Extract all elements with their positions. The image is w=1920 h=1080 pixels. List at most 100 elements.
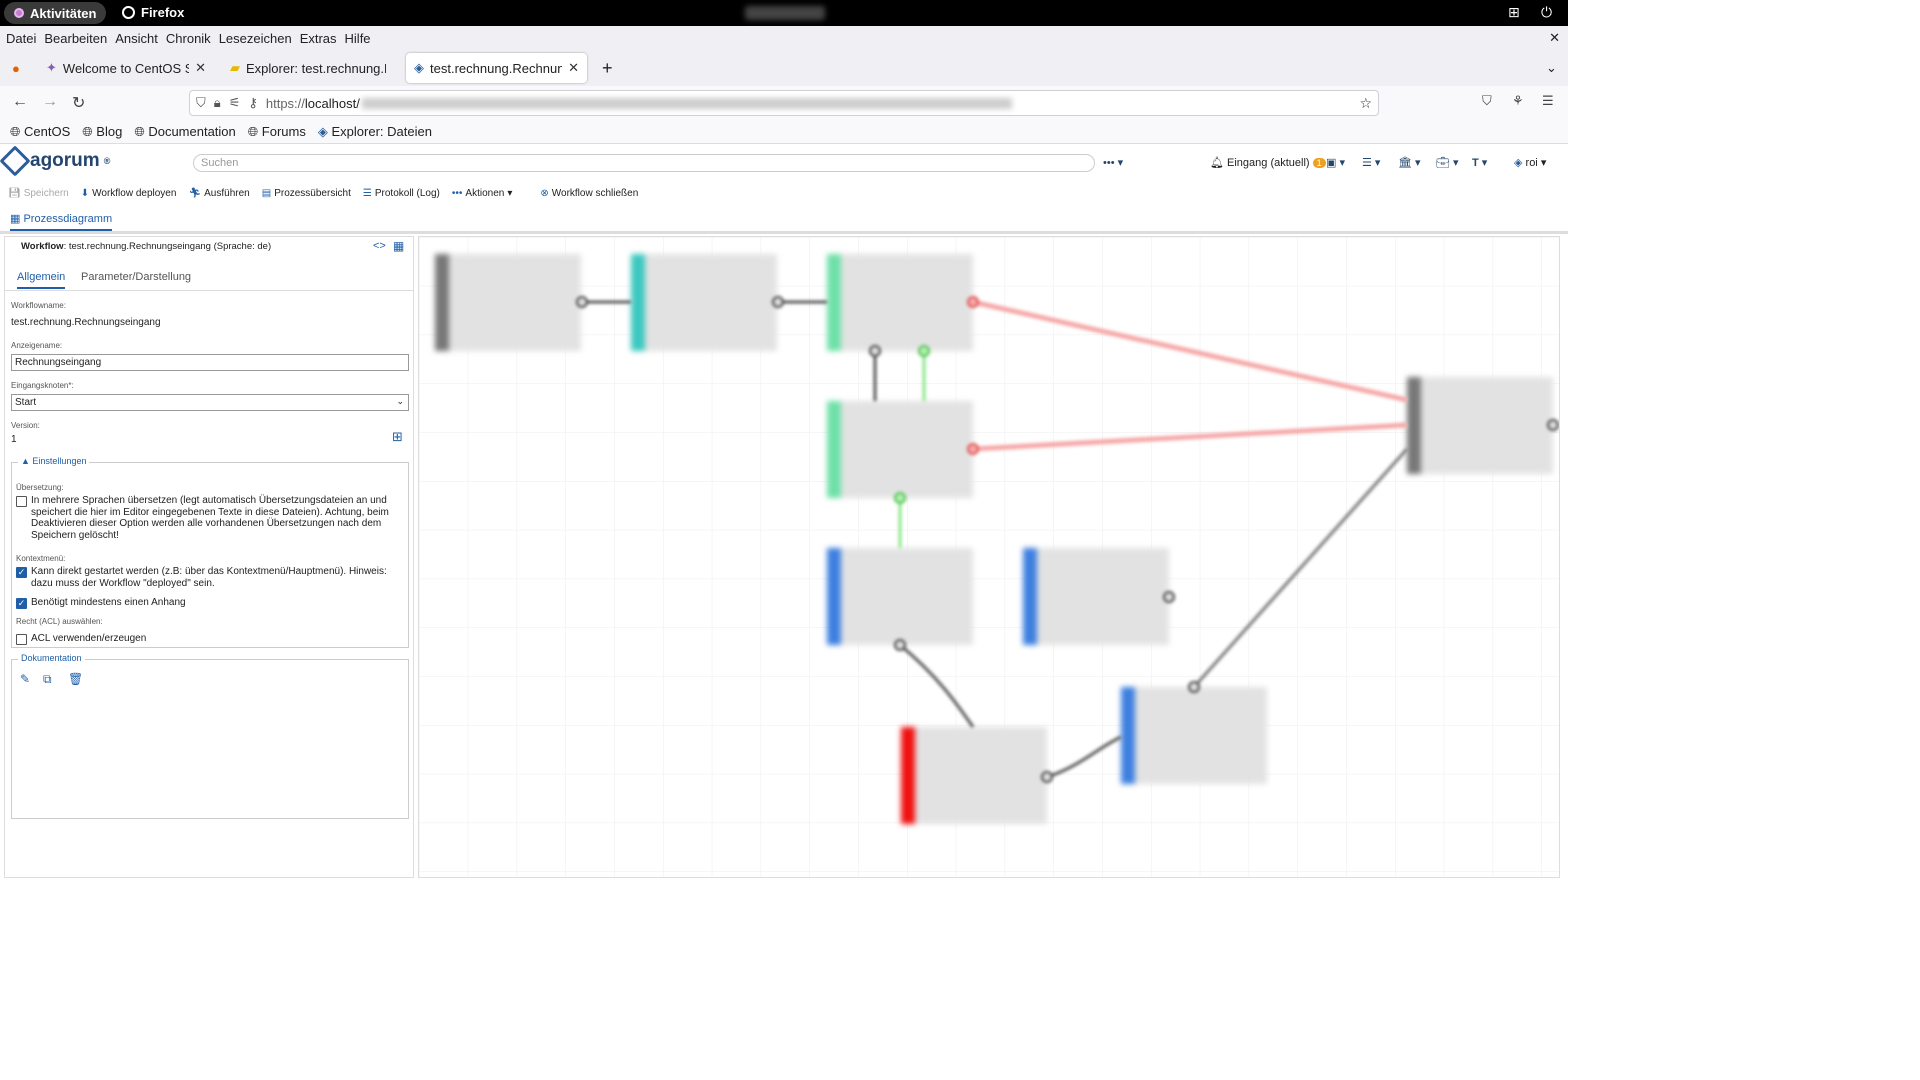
firefox-app-label[interactable]: Firefox [122,5,184,20]
search-options-button[interactable]: ••• ▾ [1103,157,1124,169]
text-format-icon[interactable]: T ▾ [1472,157,1488,169]
bookmark-forums[interactable]: 🌐︎ Forums [247,123,306,139]
agorum-logo[interactable]: agorum® [0,145,110,177]
extensions-icon[interactable]: ⚘ [1512,93,1524,108]
node-end[interactable] [1407,377,1553,474]
process-overview-button[interactable]: ▤Prozessübersicht [262,188,351,199]
pocket-icon[interactable]: ⛉ [1482,93,1492,108]
entry-node-label: Eingangsknoten*: [11,381,74,390]
activities-button[interactable]: Aktivitäten [4,2,107,24]
menu-ansicht[interactable]: Ansicht [115,30,158,46]
open-external-icon[interactable]: ⧉ [43,672,52,686]
view-switch-icon[interactable]: ▣ ▾ [1326,157,1345,169]
node-teal[interactable] [631,254,777,351]
documentation-legend: Dokumentation [18,653,85,663]
bookmark-label: Blog [96,123,123,139]
tab-workflow[interactable]: ◈test.rechnung.Rechnungs✕ [406,53,587,83]
actions-button[interactable]: •••Aktionen ▾ [451,187,513,199]
menu-bearbeiten[interactable]: Bearbeiten [44,30,108,46]
tab-label: test.rechnung.Rechnungs [430,60,563,76]
save-button[interactable]: 💾︎Speichern [8,188,69,199]
delete-icon[interactable]: 🗑︎ [68,672,84,686]
run-icon: 🏃︎ [188,187,202,199]
bookmark-documentation[interactable]: 🌐︎ Documentation [134,123,236,139]
entry-node-select[interactable]: Start⌄ [11,394,409,411]
overview-label: Prozessübersicht [274,187,351,199]
tab-parameter-darstellung[interactable]: Parameter/Darstellung [81,271,192,283]
list-menu-icon[interactable]: ☰ ▾ [1362,157,1381,169]
bookmark-explorer[interactable]: ◈ Explorer: Dateien [317,123,432,139]
node-green-1[interactable] [827,254,973,351]
close-workflow-button[interactable]: ⊗Workflow schließen [540,188,638,199]
permissions-icon[interactable]: ⚟ [228,95,241,110]
code-view-icon[interactable]: <> [373,240,386,252]
node-green-2[interactable] [827,401,973,498]
panel-header: Workflow: test.rechnung.Rechnungseingang… [21,241,271,252]
close-tab-icon[interactable]: ✕ [195,60,206,75]
tab-allgemein[interactable]: Allgemein [17,271,66,289]
attachment-checkbox[interactable]: ✓ [16,598,27,609]
key-icon[interactable]: ⚷ [248,95,258,110]
back-icon[interactable]: ← [12,93,28,110]
menu-lesezeichen[interactable]: Lesezeichen [218,30,292,46]
agorum-user-icon: ◈ [1514,157,1523,169]
network-icon[interactable]: ⊞ [1508,4,1520,20]
menu-extras[interactable]: Extras [299,30,337,46]
node-red[interactable] [901,727,1047,824]
briefcase-icon[interactable]: 💼︎ ▾ [1436,157,1459,169]
list-tabs-icon[interactable]: ⌄ [1546,60,1557,75]
forward-icon[interactable]: → [42,93,58,110]
user-menu[interactable]: ◈ roi ▾ [1514,157,1547,169]
translation-checkbox-row[interactable]: In mehrere Sprachen übersetzen (legt aut… [16,495,396,541]
displayname-input[interactable]: Rechnungseingang [11,354,409,371]
context-menu-checkbox[interactable]: ✓ [16,567,27,578]
bookmark-blog[interactable]: 🌐︎ Blog [82,123,123,139]
close-tab-icon[interactable]: ✕ [568,60,579,75]
hamburger-menu-icon[interactable]: ☰ [1542,93,1554,108]
url-input[interactable]: ⛉ 🔒︎ ⚟ ⚷ https://localhost/ ☆ [189,90,1379,116]
acl-checkbox-row[interactable]: ACL verwenden/erzeugen [16,633,396,645]
node-blue-2[interactable] [1023,548,1169,645]
bank-icon[interactable]: 🏛︎ ▾ [1398,157,1421,169]
tab-centos[interactable]: ✦Welcome to CentOS Strea✕ [38,53,214,83]
brand-name: agorum [30,150,100,171]
user-name: roi [1525,157,1538,169]
node-blue-3[interactable] [1121,687,1267,784]
bookmark-centos[interactable]: 🌐︎ CentOS [10,123,71,139]
lock-icon[interactable]: 🔒︎ [213,95,221,110]
deploy-button[interactable]: ⬇Workflow deployen [81,188,177,199]
shield-icon[interactable]: ⛉ [196,95,206,110]
new-tab-button[interactable]: + [602,57,613,78]
power-icon[interactable]: ⏻ [1541,4,1553,20]
run-button[interactable]: 🏃︎Ausführen [188,188,249,199]
context-menu-checkbox-row[interactable]: ✓Kann direkt gestartet werden (z.B: über… [16,566,396,589]
acl-checkbox[interactable] [16,634,27,645]
attachment-checkbox-row[interactable]: ✓Benötigt mindestens einen Anhang [16,597,396,609]
menu-chronik[interactable]: Chronik [165,30,211,46]
clock[interactable] [745,6,825,20]
add-version-icon[interactable]: ⊞ [392,429,403,444]
process-diagram-canvas[interactable] [418,236,1560,878]
node-blue-1[interactable] [827,548,973,645]
close-circle-icon: ⊗ [540,187,549,199]
version-label: Version: [11,421,40,430]
grid-view-icon[interactable]: ▦ [393,239,405,253]
close-window-icon[interactable]: ✕ [1549,30,1560,45]
app-header: agorum® Suchen ••• ▾ 🔔︎ Eingang (aktuell… [0,144,1568,182]
tab-explorer[interactable]: ▰Explorer: test.rechnung.R [222,53,398,83]
inbox-button[interactable]: 🔔︎ Eingang (aktuell) 1 [1210,156,1326,169]
tab-prozessdiagramm[interactable]: ▦ Prozessdiagramm [10,212,113,231]
edit-icon[interactable]: ✎ [20,672,31,686]
more-icon: ••• [451,187,463,199]
settings-legend[interactable]: ▲ Einstellungen [18,456,90,466]
firefox-view-button[interactable]: ● [4,53,28,83]
search-input[interactable]: Suchen [193,154,1095,172]
bookmark-star-icon[interactable]: ☆ [1359,95,1372,111]
translation-checkbox[interactable] [16,496,27,507]
settings-legend-label: Einstellungen [32,456,87,466]
log-button[interactable]: ☰Protokoll (Log) [363,188,440,199]
menu-hilfe[interactable]: Hilfe [344,30,371,46]
reload-icon[interactable]: ↻ [72,95,86,112]
menu-datei[interactable]: Datei [6,30,37,46]
node-start[interactable] [435,254,581,351]
